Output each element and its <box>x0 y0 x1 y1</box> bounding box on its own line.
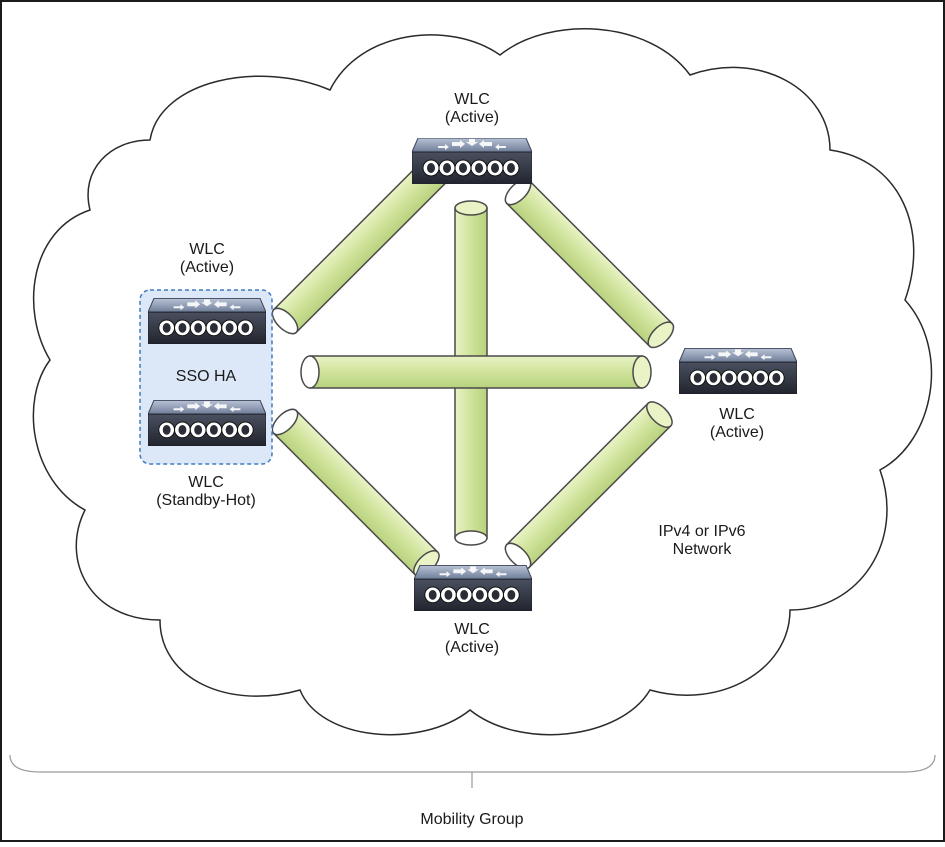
wlc-standby-state: (Standby-Hot) <box>156 492 256 509</box>
wlc-left-name: WLC <box>189 241 225 258</box>
tunnel-left-bottom <box>271 408 440 577</box>
mobility-group-label: Mobility Group <box>420 811 524 828</box>
router-icon <box>414 565 532 611</box>
wlc-right-state: (Active) <box>709 424 765 441</box>
tunnel-horizontal <box>300 355 652 389</box>
tunnel-links <box>271 148 675 577</box>
wlc-bottom-label: WLC (Active) <box>422 621 522 657</box>
wlc-bottom-state: (Active) <box>444 639 500 656</box>
router-icon <box>412 138 532 184</box>
wlc-standby-label: WLC (Standby-Hot) <box>146 474 266 510</box>
wlc-right-name: WLC <box>719 406 755 423</box>
router-icon <box>148 298 266 344</box>
network-label: IPv4 or IPv6 Network <box>637 523 767 559</box>
sso-ha-label: SSO HA <box>175 368 237 385</box>
router-icon <box>148 400 266 446</box>
wlc-left-label: WLC (Active) <box>157 241 257 277</box>
wlc-top-name: WLC <box>454 91 490 108</box>
wlc-right-label: WLC (Active) <box>687 406 787 442</box>
router-icon <box>679 348 797 394</box>
wlc-top-label: WLC (Active) <box>422 91 522 127</box>
wlc-top-state: (Active) <box>444 109 500 126</box>
wlc-left-state: (Active) <box>179 259 235 276</box>
network-label-line1: IPv4 or IPv6 <box>658 523 746 540</box>
network-label-line2: Network <box>672 541 732 558</box>
tunnel-bottom-right <box>504 401 673 570</box>
wlc-standby-name: WLC <box>188 474 224 491</box>
wlc-bottom-name: WLC <box>454 621 490 638</box>
